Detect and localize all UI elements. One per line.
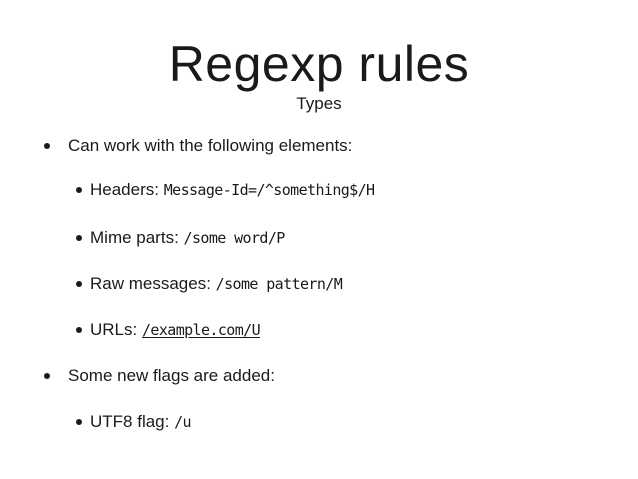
slide-subtitle: Types xyxy=(296,94,342,113)
bullet-dot-icon xyxy=(44,373,50,379)
bullet-dot-icon xyxy=(76,235,82,241)
bullet-dot-icon xyxy=(76,187,82,193)
code-snippet: /u xyxy=(174,413,191,431)
bullet-label: Headers: xyxy=(90,180,164,199)
bullet-label: URLs: xyxy=(90,320,142,339)
bullet-dot-icon xyxy=(76,419,82,425)
slide-title: Regexp rules xyxy=(168,36,470,92)
bullet-dot-icon xyxy=(76,327,82,333)
code-snippet: /some word/P xyxy=(183,229,286,247)
bullet-label: Some new flags are added: xyxy=(68,366,275,385)
url-code-link[interactable]: /example.com/U xyxy=(141,321,261,339)
code-snippet: Message-Id=/^something$/H xyxy=(163,181,375,199)
bullet-label: Raw messages: xyxy=(90,274,216,293)
code-snippet: /some pattern/M xyxy=(215,275,343,293)
bullet-dot-icon xyxy=(44,143,50,149)
bullet-label: UTF8 flag: xyxy=(90,412,175,431)
bullet-label: Can work with the following elements: xyxy=(68,136,353,155)
bullet-label: Mime parts: xyxy=(90,228,184,247)
bullet-dot-icon xyxy=(76,281,82,287)
